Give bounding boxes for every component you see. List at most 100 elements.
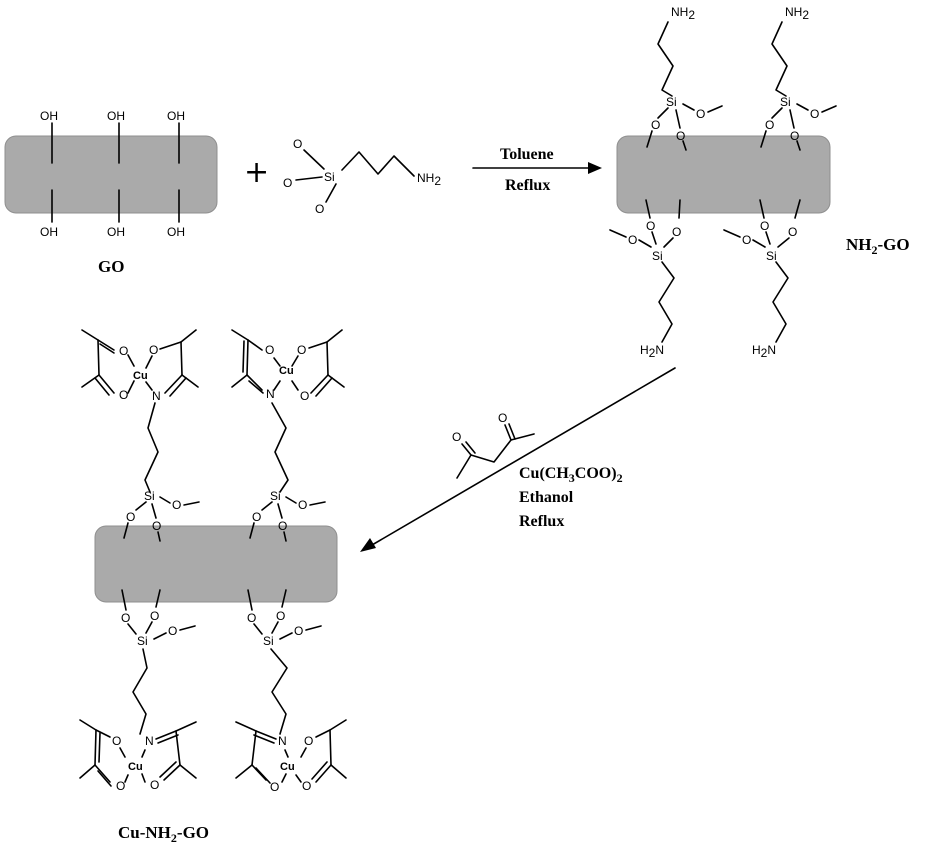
si-label: Si xyxy=(137,634,148,648)
cu-nh2-go-sheet xyxy=(94,525,338,603)
o-label: O xyxy=(810,107,819,121)
condition-reflux-1: Reflux xyxy=(505,177,550,194)
o-label: O xyxy=(278,519,287,533)
step2-arrow xyxy=(360,367,676,552)
cu-label: Cu xyxy=(280,761,295,773)
o-label: O xyxy=(294,624,303,638)
oh-label: OH xyxy=(167,109,185,123)
go-hydroxyl-bottom-3: OH xyxy=(167,189,185,239)
go-hydroxyl-top-2: OH xyxy=(107,109,125,164)
o-label: O xyxy=(765,118,774,132)
o-label: O xyxy=(270,780,279,794)
aminopropyl-chain-top-1: NH2 Si O O O xyxy=(646,5,723,151)
o-label: O xyxy=(121,611,130,625)
cu-label: Cu xyxy=(279,365,294,377)
si-label: Si xyxy=(144,489,155,503)
o-label: O xyxy=(283,176,292,190)
si-label: Si xyxy=(324,170,335,184)
o-label: O xyxy=(300,389,309,403)
condition-toluene: Toluene xyxy=(500,146,554,163)
o-label: O xyxy=(760,219,769,233)
step1-arrow xyxy=(472,162,602,174)
si-label: Si xyxy=(766,249,777,263)
o-label: O xyxy=(247,611,256,625)
n-label: N xyxy=(278,734,287,748)
o-label: O xyxy=(790,129,799,143)
o-label: O xyxy=(150,778,159,792)
o-label: O xyxy=(302,779,311,793)
nh2-go-label: NH2-GO xyxy=(846,235,910,257)
oh-label: OH xyxy=(40,109,58,123)
cu-nh2-go-molecule: O O Cu O N Si O O xyxy=(79,329,347,845)
o-label: O xyxy=(696,107,705,121)
nh2-go-molecule: NH2 Si O O O NH2 Si O O O xyxy=(609,5,910,360)
o-label: O xyxy=(150,609,159,623)
nh2-go-sheet xyxy=(616,135,831,214)
cu-complex-bottom-right: O O Si O N O Cu O xyxy=(235,589,347,794)
si-label: Si xyxy=(263,634,274,648)
n-label: N xyxy=(145,734,154,748)
o-label: O xyxy=(168,624,177,638)
cu-label: Cu xyxy=(133,370,148,382)
n-label: N xyxy=(266,387,275,401)
o-label: O xyxy=(788,225,797,239)
o-label: O xyxy=(149,343,158,357)
go-sheet xyxy=(4,135,218,214)
cu-complex-top-right: O N Cu O O Si O O xyxy=(231,329,345,542)
n-label: N xyxy=(152,389,161,403)
o-label: O xyxy=(116,779,125,793)
si-label: Si xyxy=(652,249,663,263)
oh-label: OH xyxy=(40,225,58,239)
h2n-label: H2N xyxy=(752,343,776,360)
si-label: Si xyxy=(666,95,677,109)
go-hydroxyl-bottom-1: OH xyxy=(40,189,58,239)
acetylacetone-molecule: O O xyxy=(452,411,535,479)
o-label: O xyxy=(651,118,660,132)
go-molecule: OH OH OH OH OH OH GO xyxy=(4,109,218,276)
go-hydroxyl-bottom-2: OH xyxy=(107,189,125,239)
o-label: O xyxy=(452,430,461,444)
nh2-label: NH2 xyxy=(671,5,695,22)
o-label: O xyxy=(742,233,751,247)
aminopropyl-chain-bottom-1: O O O Si H2N xyxy=(609,199,681,360)
si-label: Si xyxy=(780,95,791,109)
nh2-label: NH2 xyxy=(785,5,809,22)
o-label: O xyxy=(293,137,302,151)
cu-nh2-go-label: Cu-NH2-GO xyxy=(118,823,209,845)
o-label: O xyxy=(252,510,261,524)
go-hydroxyl-top-3: OH xyxy=(167,109,185,164)
o-label: O xyxy=(676,129,685,143)
cu-complex-top-left: O O Cu O N Si O O xyxy=(81,329,200,542)
o-label: O xyxy=(265,343,274,357)
cu-complex-bottom-left: O O Si O N O Cu O xyxy=(79,589,197,793)
o-label: O xyxy=(298,498,307,512)
o-label: O xyxy=(172,498,181,512)
nh2-label: NH2 xyxy=(417,171,441,188)
h2n-label: H2N xyxy=(640,343,664,360)
aminopropyl-chain-bottom-2: O O O Si H2N xyxy=(723,199,801,360)
o-label: O xyxy=(112,734,121,748)
o-label: O xyxy=(646,219,655,233)
oh-label: OH xyxy=(167,225,185,239)
o-label: O xyxy=(628,233,637,247)
o-label: O xyxy=(119,344,128,358)
o-label: O xyxy=(672,225,681,239)
cu-label: Cu xyxy=(128,761,143,773)
o-label: O xyxy=(152,519,161,533)
aptms-molecule: O O O Si NH2 xyxy=(283,137,441,216)
aminopropyl-chain-top-2: NH2 Si O O O xyxy=(760,5,837,151)
condition-copper-acetate: Cu(CH3COO)2 xyxy=(519,465,623,485)
o-label: O xyxy=(297,343,306,357)
si-label: Si xyxy=(270,489,281,503)
o-label: O xyxy=(126,510,135,524)
o-label: O xyxy=(276,609,285,623)
o-label: O xyxy=(315,202,324,216)
go-label: GO xyxy=(98,257,124,276)
o-label: O xyxy=(498,411,507,425)
oh-label: OH xyxy=(107,109,125,123)
oh-label: OH xyxy=(107,225,125,239)
condition-reflux-2: Reflux xyxy=(519,513,564,530)
go-hydroxyl-top-1: OH xyxy=(40,109,58,164)
plus-sign: + xyxy=(244,155,269,190)
